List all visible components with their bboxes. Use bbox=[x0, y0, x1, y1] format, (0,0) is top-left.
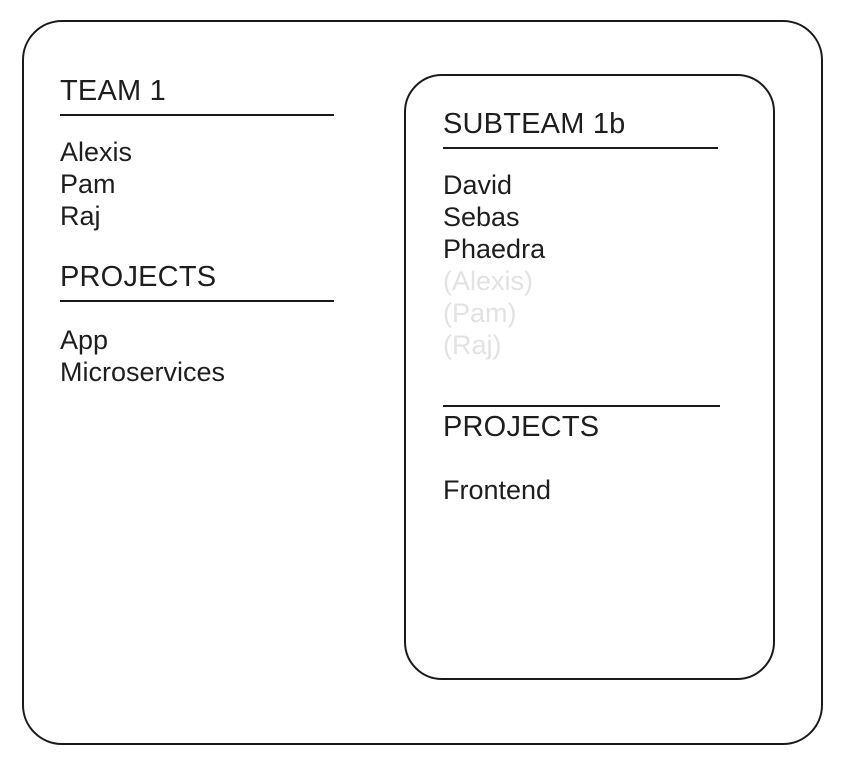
subteam-member-list: David Sebas Phaedra (Alexis) (Pam) (Raj) bbox=[443, 169, 743, 361]
list-item: Raj bbox=[60, 201, 101, 231]
team-title-underline bbox=[60, 114, 334, 116]
list-item-inherited: (Alexis) bbox=[443, 266, 534, 296]
team-panel: TEAM 1 Alexis Pam Raj PROJECTS App Micro… bbox=[60, 72, 360, 388]
spacer bbox=[443, 149, 743, 169]
subteam-panel: SUBTEAM 1b David Sebas Phaedra (Alexis) … bbox=[443, 105, 743, 506]
list-item: David bbox=[443, 170, 513, 200]
list-item-inherited: (Pam) bbox=[443, 298, 517, 328]
list-item: Phaedra bbox=[443, 234, 546, 264]
team-project-list: App Microservices bbox=[60, 324, 360, 388]
team-member-list: Alexis Pam Raj bbox=[60, 136, 360, 232]
team-title: TEAM 1 bbox=[60, 75, 166, 107]
list-item: Frontend bbox=[443, 475, 552, 505]
spacer bbox=[443, 446, 743, 474]
list-item: Sebas bbox=[443, 202, 520, 232]
subteam-projects-title: PROJECTS bbox=[443, 411, 600, 443]
spacer bbox=[60, 302, 360, 324]
subteam-projects-overline bbox=[443, 405, 720, 407]
subteam-container-box bbox=[404, 74, 775, 680]
subteam-project-list: Frontend bbox=[443, 474, 743, 506]
spacer bbox=[443, 361, 743, 405]
subteam-title-underline bbox=[443, 147, 718, 149]
list-item: Microservices bbox=[60, 357, 226, 387]
spacer bbox=[60, 116, 360, 136]
team-projects-underline bbox=[60, 300, 334, 302]
list-item: Alexis bbox=[60, 137, 133, 167]
list-item: Pam bbox=[60, 169, 116, 199]
list-item-inherited: (Raj) bbox=[443, 330, 502, 360]
subteam-title: SUBTEAM 1b bbox=[443, 108, 626, 140]
spacer bbox=[60, 232, 360, 258]
list-item: App bbox=[60, 325, 109, 355]
team-projects-title: PROJECTS bbox=[60, 261, 217, 293]
